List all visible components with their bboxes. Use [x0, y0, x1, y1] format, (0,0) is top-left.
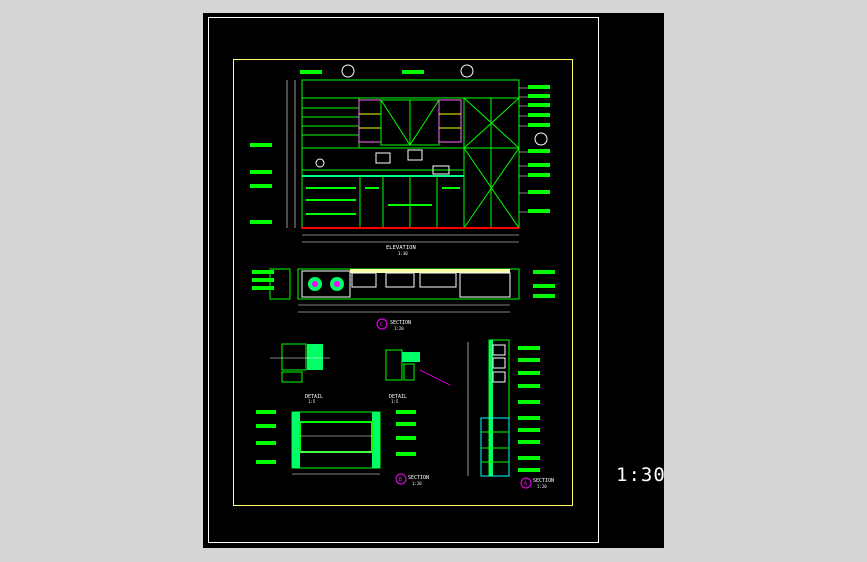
lower-cabinet-left [301, 175, 361, 229]
detail-right: DETAIL 1:5 [385, 349, 451, 404]
plan-section-title: SECTION [390, 320, 411, 326]
elevation-scale: 1:30 [398, 251, 408, 256]
section-b-view: B SECTION 1:20 [256, 410, 429, 486]
grid-bubble [460, 64, 474, 78]
grid-bubble [341, 64, 355, 78]
detail-left-scale: 1:5 [308, 399, 316, 404]
plan-section-scale: 1:20 [394, 326, 404, 331]
section-a-view: A SECTION 1:20 [467, 339, 554, 489]
upper-shelf-right [438, 99, 462, 143]
scale-label: 1:30 [616, 464, 666, 486]
section-b-marker: B [399, 477, 402, 483]
drawing-sheet [203, 13, 664, 548]
plan-section-view: C SECTION 1:20 [252, 268, 555, 331]
grid-bubble [534, 132, 548, 146]
outer-frame [208, 17, 599, 543]
section-a-scale: 1:20 [537, 484, 547, 489]
lower-cabinet-right [359, 175, 465, 229]
title-frame [233, 59, 573, 506]
detail-right-title: DETAIL [389, 394, 407, 400]
section-b-scale: 1:20 [412, 481, 422, 486]
elevation-title: ELEVATION [386, 245, 416, 251]
detail-right-scale: 1:5 [391, 399, 399, 404]
upper-left-panel [301, 97, 360, 149]
faucet-icon [315, 158, 325, 168]
upper-shelf-left [358, 99, 382, 143]
detail-left: DETAIL 1:5 [270, 343, 330, 404]
section-b-title: SECTION [408, 475, 429, 481]
section-a-title: SECTION [533, 478, 554, 484]
plan-section-marker: C [380, 322, 383, 328]
elevation-view: ELEVATION 1:30 [250, 64, 550, 256]
detail-left-title: DETAIL [305, 394, 323, 400]
section-a-marker: A [524, 481, 527, 487]
